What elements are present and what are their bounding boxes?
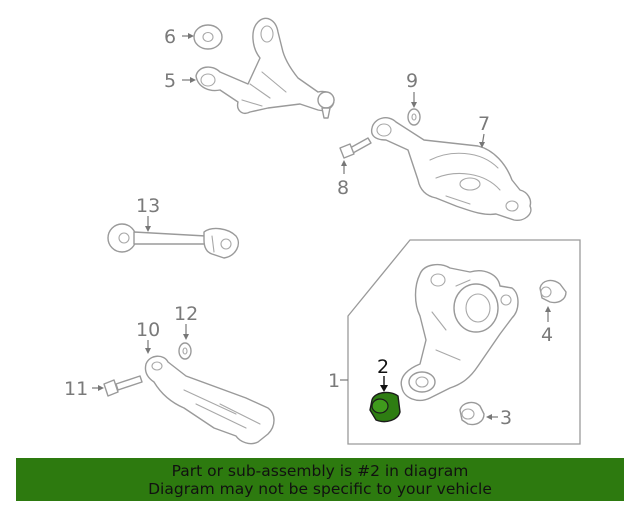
callout-2: 2 xyxy=(377,356,389,378)
part-7-lower-arm[interactable] xyxy=(370,117,532,221)
callout-12: 12 xyxy=(174,303,198,325)
part-9-washer[interactable] xyxy=(407,108,421,126)
leader-lines xyxy=(92,33,551,420)
callout-11: 11 xyxy=(64,378,88,400)
part-10-lower-arm[interactable] xyxy=(144,355,275,445)
parts-diagram: 6 5 9 7 8 13 10 12 11 1 4 3 2 xyxy=(64,17,581,445)
part-2-bushing-highlighted[interactable] xyxy=(369,391,401,423)
part-1-knuckle[interactable] xyxy=(400,263,519,402)
callout-4: 4 xyxy=(541,324,553,346)
part-8-bolt[interactable] xyxy=(339,137,372,159)
banner-line-1: Part or sub-assembly is #2 in diagram xyxy=(171,462,469,480)
part-3-bushing[interactable] xyxy=(459,401,485,426)
part-12-washer[interactable] xyxy=(178,342,192,360)
callout-1: 1 xyxy=(328,370,340,392)
info-banner: Part or sub-assembly is #2 in diagram Di… xyxy=(16,458,624,501)
callout-9: 9 xyxy=(406,70,418,92)
part-6-washer[interactable] xyxy=(193,24,223,50)
callout-3: 3 xyxy=(500,407,512,429)
callout-6: 6 xyxy=(164,26,176,48)
callout-7: 7 xyxy=(478,113,490,135)
part-13-link[interactable] xyxy=(107,223,240,259)
part-5-upper-arm[interactable] xyxy=(195,17,335,119)
subassembly-frame xyxy=(347,239,581,445)
callout-5: 5 xyxy=(164,70,176,92)
callout-labels: 6 5 9 7 8 13 10 12 11 1 4 3 2 xyxy=(64,26,553,429)
part-11-bolt[interactable] xyxy=(103,375,143,397)
callout-8: 8 xyxy=(337,177,349,199)
banner-line-2: Diagram may not be specific to your vehi… xyxy=(148,480,492,498)
callout-13: 13 xyxy=(136,195,160,217)
part-4-bushing[interactable] xyxy=(539,279,567,304)
callout-10: 10 xyxy=(136,319,160,341)
